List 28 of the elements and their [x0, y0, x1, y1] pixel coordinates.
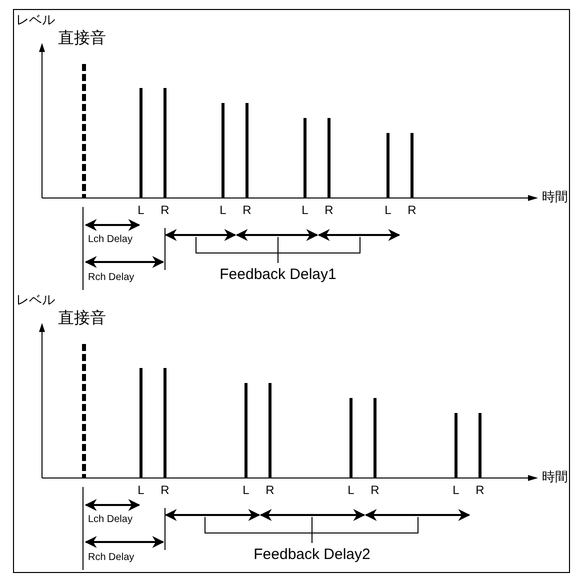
dimension-label: Feedback Delay1	[220, 267, 336, 282]
dimension-label: Lch Delay	[88, 515, 132, 525]
channel-label: L	[384, 204, 392, 216]
dimension-label: Rch Delay	[88, 273, 134, 283]
channel-label: L	[220, 204, 226, 216]
channel-label: R	[370, 484, 380, 496]
axis-label: レベル	[16, 14, 55, 27]
channel-label: L	[138, 204, 144, 216]
axis-label: レベル	[16, 294, 55, 307]
channel-label: R	[266, 484, 274, 496]
channel-label: R	[160, 204, 170, 216]
channel-label: R	[476, 484, 484, 496]
dimension-label: Rch Delay	[88, 553, 134, 563]
axis-label: 時間	[542, 191, 568, 204]
dimension-label: Feedback Delay2	[254, 547, 370, 562]
channel-label: L	[348, 484, 354, 496]
channel-label: L	[242, 484, 250, 496]
channel-label: L	[452, 484, 460, 496]
peak-label: 直接音	[58, 30, 106, 46]
channel-label: R	[324, 204, 334, 216]
channel-label: L	[302, 204, 308, 216]
dimension-label: Lch Delay	[88, 235, 132, 245]
channel-label: L	[138, 484, 144, 496]
axis-label: 時間	[542, 471, 568, 484]
channel-label: R	[242, 204, 252, 216]
channel-label: R	[160, 484, 170, 496]
channel-label: R	[408, 204, 416, 216]
peak-label: 直接音	[58, 310, 106, 326]
